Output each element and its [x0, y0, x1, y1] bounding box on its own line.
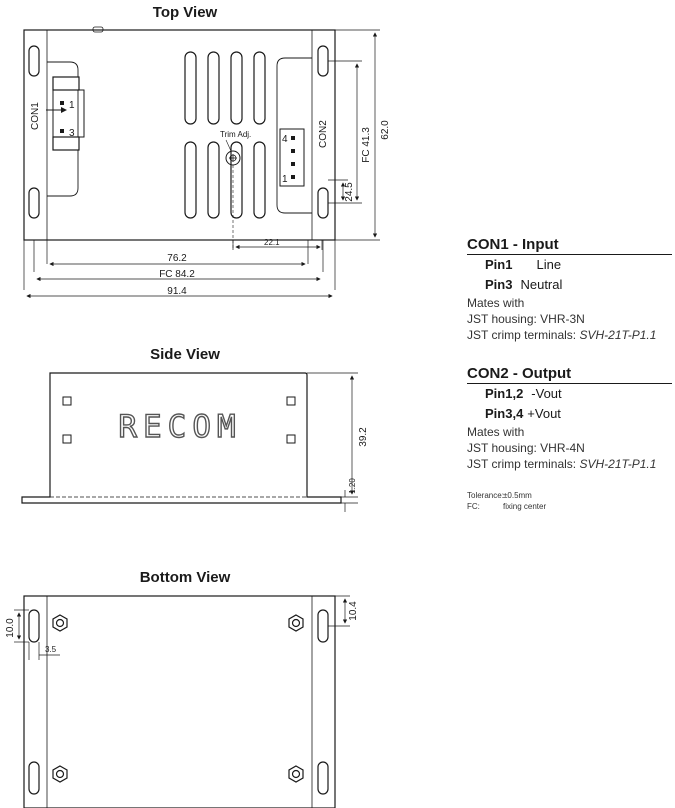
pin-name: Pin1: [485, 257, 513, 272]
mount-slot: [317, 609, 329, 643]
vent-slot: [253, 51, 266, 125]
recom-logo: RECOM: [118, 409, 241, 445]
mount-slot: [28, 45, 40, 77]
dim-10-4: 10.4: [348, 601, 359, 621]
con1-mates: Mates with: [467, 296, 525, 310]
dim-3-5: 3.5: [45, 645, 57, 654]
vent-slot: [184, 51, 197, 125]
bottom-view-dimensions: [14, 595, 350, 660]
dim-39-2: 39.2: [358, 427, 369, 447]
con1-pin: [60, 129, 64, 133]
con1-crimp: JST crimp terminals: SVH-21T-P1.1: [467, 327, 672, 343]
bottom-view: [23, 595, 336, 808]
dim-1-20: 1.20: [348, 478, 357, 494]
dim-fc-41-3: FC 41.3: [361, 127, 372, 163]
con2-connector: [279, 128, 305, 187]
con2-pin-label: 4: [282, 134, 288, 145]
standoff-hex: [288, 765, 304, 783]
dim-62-0: 62.0: [380, 120, 391, 140]
mount-slot: [317, 45, 329, 77]
side-view-title: Side View: [150, 346, 220, 363]
pin-name: Pin3,4: [485, 406, 524, 421]
con2-pin-row: Pin1,2 -Vout: [467, 384, 672, 404]
dim-24-5: 24.5: [344, 182, 355, 202]
crimp-prefix: JST crimp terminals:: [467, 457, 580, 471]
bottom-view-outline: [23, 595, 336, 808]
dim-91-4: 91.4: [167, 286, 187, 297]
con2-pin-label: 1: [282, 174, 288, 185]
side-view-dimensions: [307, 372, 358, 512]
dim-76-2: 76.2: [167, 253, 187, 264]
crimp-part: SVH-21T-P1.1: [579, 328, 657, 342]
dim-10-0: 10.0: [5, 618, 16, 638]
vent-slot: [230, 51, 243, 125]
con1-pin-row: Pin3 Neutral: [467, 275, 672, 295]
tolerance-note: Tolerance:±0.5mm FC: fixing center: [467, 490, 672, 512]
top-view-title: Top View: [153, 4, 218, 21]
side-view: [21, 372, 342, 504]
con2-pin-row: Pin3,4+Vout: [467, 404, 672, 424]
con2-mates: Mates with: [467, 425, 525, 439]
top-view: [23, 26, 336, 250]
vent-slot: [253, 141, 266, 219]
con2-title: CON2 - Output: [467, 365, 672, 384]
con1-pin: [60, 101, 64, 105]
con1-pin-label: 1: [69, 100, 75, 111]
pin-desc: -Vout: [531, 386, 562, 401]
con1-pin-row: Pin1 Line: [467, 255, 672, 275]
con1-pin-label: 3: [69, 128, 75, 139]
pin-desc: +Vout: [527, 406, 561, 421]
standoff-hex: [52, 765, 68, 783]
con1-housing: JST housing: VHR-3N: [467, 312, 585, 326]
vent-slot: [184, 141, 197, 219]
vent-slot: [207, 141, 220, 219]
fc-key: FC:: [467, 502, 480, 511]
fc-value: fixing center: [503, 502, 547, 511]
con2-housing: JST housing: VHR-4N: [467, 441, 585, 455]
dim-fc-84-2: FC 84.2: [159, 269, 195, 280]
mount-slot: [28, 761, 40, 795]
crimp-prefix: JST crimp terminals:: [467, 328, 580, 342]
side-view-outline: [21, 372, 342, 504]
mount-slot: [317, 187, 329, 219]
mount-slot: [317, 761, 329, 795]
mount-slot: [28, 609, 40, 643]
con1-label: CON1: [30, 102, 41, 130]
tolerance-value: ±0.5mm: [503, 491, 532, 500]
con2-pin: [291, 162, 295, 166]
top-view-dimensions: [23, 29, 380, 299]
mount-slot: [28, 187, 40, 219]
standoff-hex: [288, 614, 304, 632]
con2-label: CON2: [318, 120, 329, 148]
con2-pin: [291, 149, 295, 153]
vent-slot: [207, 51, 220, 125]
con2-pin: [291, 175, 295, 179]
pin-name: Pin3: [485, 277, 513, 292]
crimp-part: SVH-21T-P1.1: [579, 457, 657, 471]
trim-label: Trim Adj.: [220, 130, 251, 139]
con1-title: CON1 - Input: [467, 236, 672, 255]
standoff-hex: [52, 614, 68, 632]
connector-info: CON1 - Input Pin1 Line Pin3 Neutral Mates …: [467, 236, 672, 512]
con2-crimp: JST crimp terminals: SVH-21T-P1.1: [467, 456, 672, 472]
pin-name: Pin1,2: [485, 386, 524, 401]
tolerance-key: Tolerance:: [467, 491, 504, 500]
top-view-outline: [23, 29, 336, 241]
pin-desc: Line: [536, 257, 562, 272]
bottom-view-title: Bottom View: [140, 569, 231, 586]
vent-slot: [230, 141, 243, 219]
con2-pin: [291, 136, 295, 140]
pin-desc: Neutral: [520, 277, 563, 292]
dim-22-1: 22.1: [264, 238, 280, 247]
